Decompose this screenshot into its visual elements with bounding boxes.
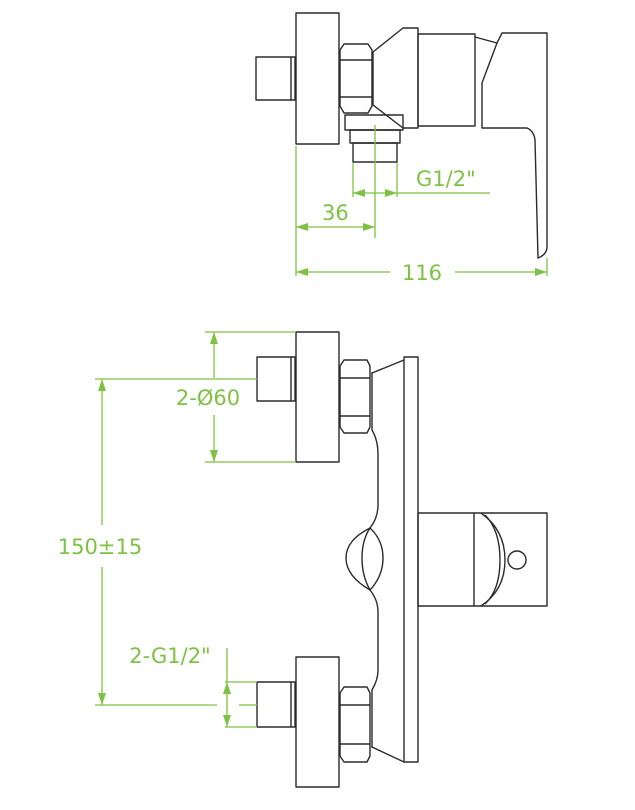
valve-body-front [417,512,548,607]
inlet-thread-label: 2-G1/2" [129,644,210,668]
outlet-offset-label: 36 [322,201,349,225]
wall-flange [295,12,340,145]
inlet-stub [255,56,296,101]
side-dimensions [295,125,548,276]
top-inlet-stub [256,356,296,402]
hex-nut [339,43,373,114]
body-bulge [345,527,384,591]
handle-front [473,512,506,607]
flange-diameter-label: 2-Ø60 [176,386,240,410]
bottom-hex-nut [339,686,371,763]
bottom-inlet-stub [256,681,296,728]
top-wall-flange [295,331,340,463]
front-view: 2-Ø60 150±15 2-G1/2" [58,331,548,788]
handle-indicator-hole [507,550,527,570]
side-view: G1/2" 36 116 [255,12,548,285]
cover-plate [403,356,419,763]
total-depth-label: 116 [402,261,442,285]
plate-transition [371,359,405,763]
top-hex-nut [339,359,371,434]
body-profile [361,372,379,748]
center-distance-label: 150±15 [58,535,142,559]
outlet-thread-label: G1/2" [416,167,476,191]
bottom-wall-flange [295,656,340,788]
front-dimensions [95,331,296,728]
valve-body-neck [372,27,419,129]
lever-handle [474,32,548,259]
valve-body [417,33,476,127]
